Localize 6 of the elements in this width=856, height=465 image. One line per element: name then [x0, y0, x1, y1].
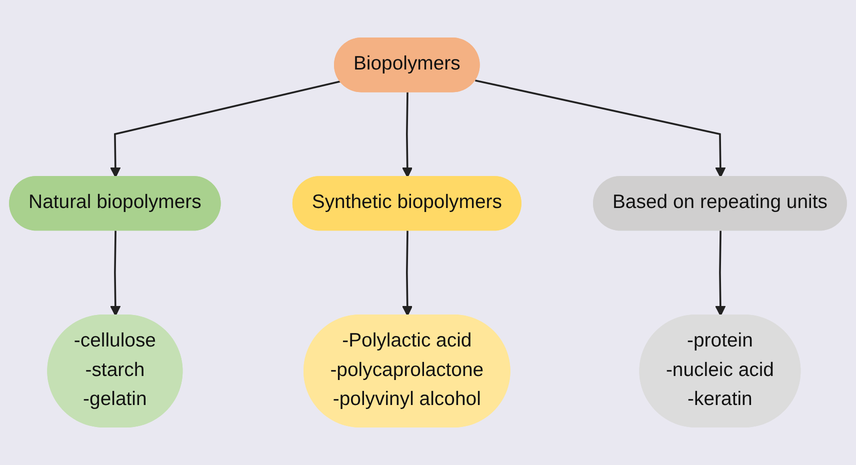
arrow: [715, 230, 726, 316]
arrow: [402, 230, 413, 316]
arrow: [402, 92, 413, 178]
arrow: [110, 80, 341, 178]
arrow: [475, 80, 726, 178]
arrow: [110, 230, 121, 316]
